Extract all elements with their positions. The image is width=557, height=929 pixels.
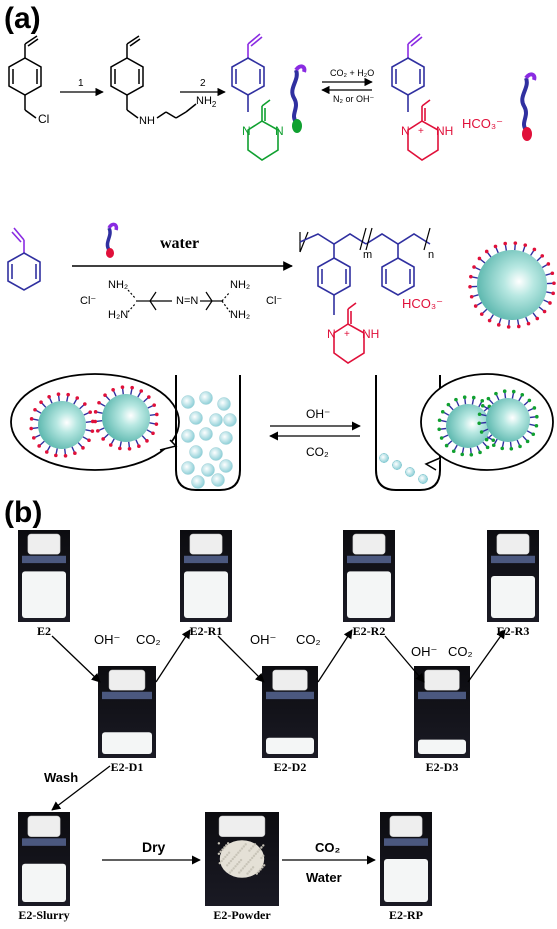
vial-e2-r3: E2-R3: [487, 530, 539, 638]
equilibrium-arrows: [321, 77, 373, 95]
step-2-label: 2: [200, 78, 206, 89]
subscript-n: n: [428, 249, 434, 261]
oh-minus-label: OH⁻: [306, 407, 330, 421]
panel-b-label: (b): [4, 496, 42, 529]
amidine-n-label-2: N: [275, 124, 284, 138]
oh-label-2: OH⁻: [250, 632, 276, 647]
nh-label: NH: [139, 115, 155, 127]
co2-label: CO₂: [306, 445, 329, 459]
amidine-n-label: N: [242, 124, 251, 138]
svg-text:NH₂: NH₂: [108, 279, 128, 291]
surfactant-charged-icon: [520, 72, 537, 141]
surfactant-neutral-icon: [290, 64, 307, 133]
svg-text:NH₂: NH₂: [230, 309, 250, 321]
dry-label: Dry: [142, 839, 166, 855]
amidinium-monomer-structure: [391, 33, 439, 161]
vial-e2-d3-label: E2-D3: [426, 760, 459, 774]
vial-e2-powder-label: E2-Powder: [213, 908, 271, 922]
water-bottom-label: Water: [306, 870, 342, 885]
vial-e2-r2: E2-R2: [343, 530, 395, 638]
chloride-label: Cl: [38, 112, 49, 126]
svg-text:Cl⁻: Cl⁻: [266, 295, 282, 307]
plus-charge-label: +: [418, 126, 424, 137]
vial-e2-r1: E2-R1: [180, 530, 232, 638]
vial-e2-d1: E2-D1: [98, 666, 156, 774]
transition-arrows: [51, 629, 506, 865]
surfactant-small-icon: [105, 222, 119, 258]
styrene-structure: [7, 227, 41, 291]
subscript-m: m: [363, 249, 372, 261]
vial-e2-r1-label: E2-R1: [190, 624, 223, 638]
azo-initiator-structure: NH₂ Cl⁻ H₂N N=N NH₂ NH₂ Cl⁻: [80, 279, 282, 321]
aggregated-test-tube: [375, 375, 441, 491]
dispersed-test-tube: [175, 375, 241, 491]
amidinium-n-label: N: [401, 124, 410, 138]
polymer-nh-label: NH: [362, 327, 379, 341]
co2-bottom-label: CO₂: [315, 840, 341, 855]
vial-e2-d3: E2-D3: [414, 666, 470, 774]
amine-intermediate-structure: [110, 35, 197, 119]
amidinium-nh-label: NH: [436, 124, 453, 138]
svg-text:NH₂: NH₂: [230, 279, 250, 291]
svg-text:Cl⁻: Cl⁻: [80, 295, 96, 307]
svg-text:N=N: N=N: [176, 295, 198, 307]
nh2-label: NH2: [196, 95, 217, 109]
oh-label-3: OH⁻: [411, 644, 437, 659]
polymer-structure: [299, 227, 431, 364]
svg-text:H₂N: H₂N: [108, 309, 128, 321]
co2-label-3: CO₂: [448, 644, 473, 659]
n2-oh-label: N₂ or OH⁻: [333, 94, 374, 104]
vial-e2-d1-label: E2-D1: [111, 760, 144, 774]
vial-e2-slurry-label: E2-Slurry: [18, 908, 69, 922]
vinylbenzyl-chloride-structure: [8, 35, 42, 119]
oh-label-1: OH⁻: [94, 632, 120, 647]
aggregated-particles-bubble: [420, 373, 554, 471]
vial-e2-label: E2: [37, 624, 51, 638]
vial-e2-powder: E2-Powder: [205, 812, 279, 922]
vial-e2-slurry: E2-Slurry: [18, 812, 70, 922]
vial-e2-r2-label: E2-R2: [353, 624, 386, 638]
co2-label-1: CO₂: [136, 632, 161, 647]
vial-e2-rp: E2-RP: [380, 812, 432, 922]
vial-e2: E2: [18, 530, 70, 638]
step-1-label: 1: [78, 78, 84, 89]
bicarbonate-label: HCO₃⁻: [462, 116, 503, 131]
polymer-n-label: N: [327, 327, 336, 341]
polymer-bicarbonate-label: HCO₃⁻: [402, 296, 443, 311]
co2-h2o-label: CO₂ + H₂O: [330, 68, 374, 78]
vial-e2-rp-label: E2-RP: [389, 908, 423, 922]
amidine-monomer-structure: [231, 33, 279, 161]
polymer-plus-label: +: [344, 329, 350, 340]
water-label: water: [160, 235, 199, 252]
vial-e2-d2: E2-D2: [262, 666, 318, 774]
latex-particle-icon: [468, 241, 556, 329]
wash-label: Wash: [44, 770, 78, 785]
dispersed-particles-bubble: [10, 373, 180, 471]
vial-e2-d2-label: E2-D2: [274, 760, 307, 774]
switch-arrows: [269, 421, 361, 441]
co2-label-2: CO₂: [296, 632, 321, 647]
panel-a-label: (a): [4, 2, 41, 35]
